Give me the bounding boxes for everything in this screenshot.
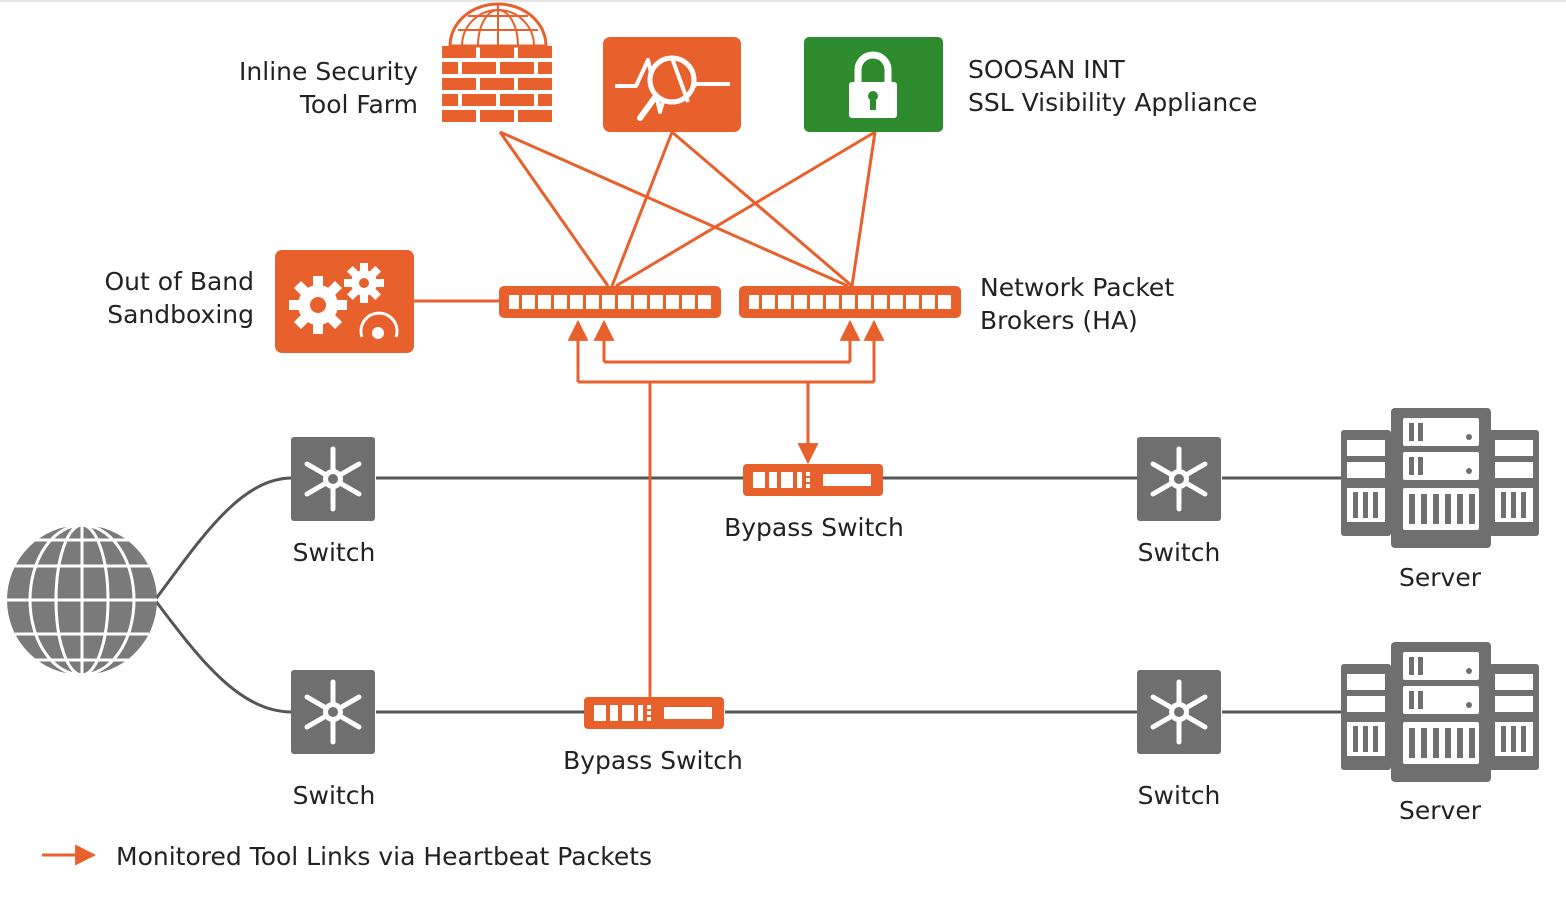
switch-label-top-right: Switch xyxy=(1138,538,1221,567)
server-label-bottom: Server xyxy=(1399,796,1482,825)
npb-label-line1: Network Packet xyxy=(980,273,1174,302)
bypass-switch-label-top: Bypass Switch xyxy=(724,513,904,542)
switch-label-bottom-left: Switch xyxy=(293,781,376,810)
inline-security-label-line2: Tool Farm xyxy=(299,90,418,119)
server-label-top: Server xyxy=(1399,563,1482,592)
ssl-label-line2: SSL Visibility Appliance xyxy=(968,88,1257,117)
ssl-label-line1: SOOSAN INT xyxy=(968,55,1125,84)
inline-security-label-line1: Inline Security xyxy=(239,57,418,86)
link-ips-npb1 xyxy=(610,131,674,287)
globe-icon xyxy=(7,523,157,677)
link-firewall-npb1 xyxy=(498,131,610,287)
server-rack-icon xyxy=(1341,408,1539,548)
ips-analyzer-icon xyxy=(603,37,741,132)
packet-broker-icon xyxy=(499,286,721,318)
legend: Monitored Tool Links via Heartbeat Packe… xyxy=(42,842,652,871)
network-switch-icon xyxy=(1137,670,1221,754)
sandbox-label-line2: Sandboxing xyxy=(107,300,254,329)
npb-label-line2: Brokers (HA) xyxy=(980,306,1138,335)
switch-label-top-left: Switch xyxy=(293,538,376,567)
bypass-switch-icon xyxy=(584,697,724,729)
network-switch-icon xyxy=(1137,437,1221,521)
tool-links xyxy=(414,130,877,303)
server-rack-icon xyxy=(1341,642,1539,782)
top-divider xyxy=(0,0,1566,2)
packet-broker-icon xyxy=(739,286,961,318)
link-globe-to-top-switch xyxy=(153,476,293,601)
network-switch-icon xyxy=(291,437,375,521)
heartbeat-links xyxy=(567,319,885,698)
switch-label-bottom-right: Switch xyxy=(1138,781,1221,810)
network-switch-icon xyxy=(291,670,375,754)
bypass-switch-label-bottom: Bypass Switch xyxy=(563,746,743,775)
link-ips-npb2 xyxy=(671,130,853,288)
firewall-icon xyxy=(442,2,552,122)
bypass-switch-icon xyxy=(743,464,883,496)
legend-text: Monitored Tool Links via Heartbeat Packe… xyxy=(116,842,652,871)
network-links xyxy=(153,476,1342,714)
sandbox-label-line1: Out of Band xyxy=(105,267,255,296)
link-ssl-npb2 xyxy=(850,131,877,287)
link-ssl-npb1 xyxy=(615,130,876,288)
link-firewall-npb2 xyxy=(499,130,849,288)
lock-icon xyxy=(804,37,943,132)
link-globe-to-bottom-switch xyxy=(153,599,293,714)
gears-icon xyxy=(275,250,414,353)
